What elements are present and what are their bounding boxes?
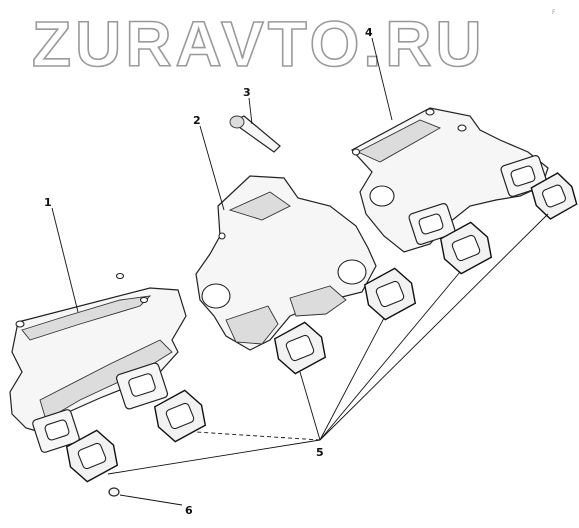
nut: [108, 487, 120, 497]
corner-mark: F: [552, 9, 556, 16]
callout-5: 5: [316, 446, 324, 459]
callout-2: 2: [193, 114, 201, 127]
gasket-set: [65, 172, 578, 483]
callout-4: 4: [365, 26, 373, 39]
watermark-logo: ZURAVTO.RU: [32, 8, 486, 80]
callout-6: 6: [185, 504, 193, 517]
bolt: [229, 115, 281, 153]
manifold-rear-section: [351, 107, 549, 253]
manifold-front-section: [9, 272, 187, 453]
callout-3: 3: [243, 86, 251, 99]
manifold-center-section: [195, 175, 377, 351]
leader-lines: [51, 37, 549, 506]
callout-1: 1: [44, 196, 52, 209]
